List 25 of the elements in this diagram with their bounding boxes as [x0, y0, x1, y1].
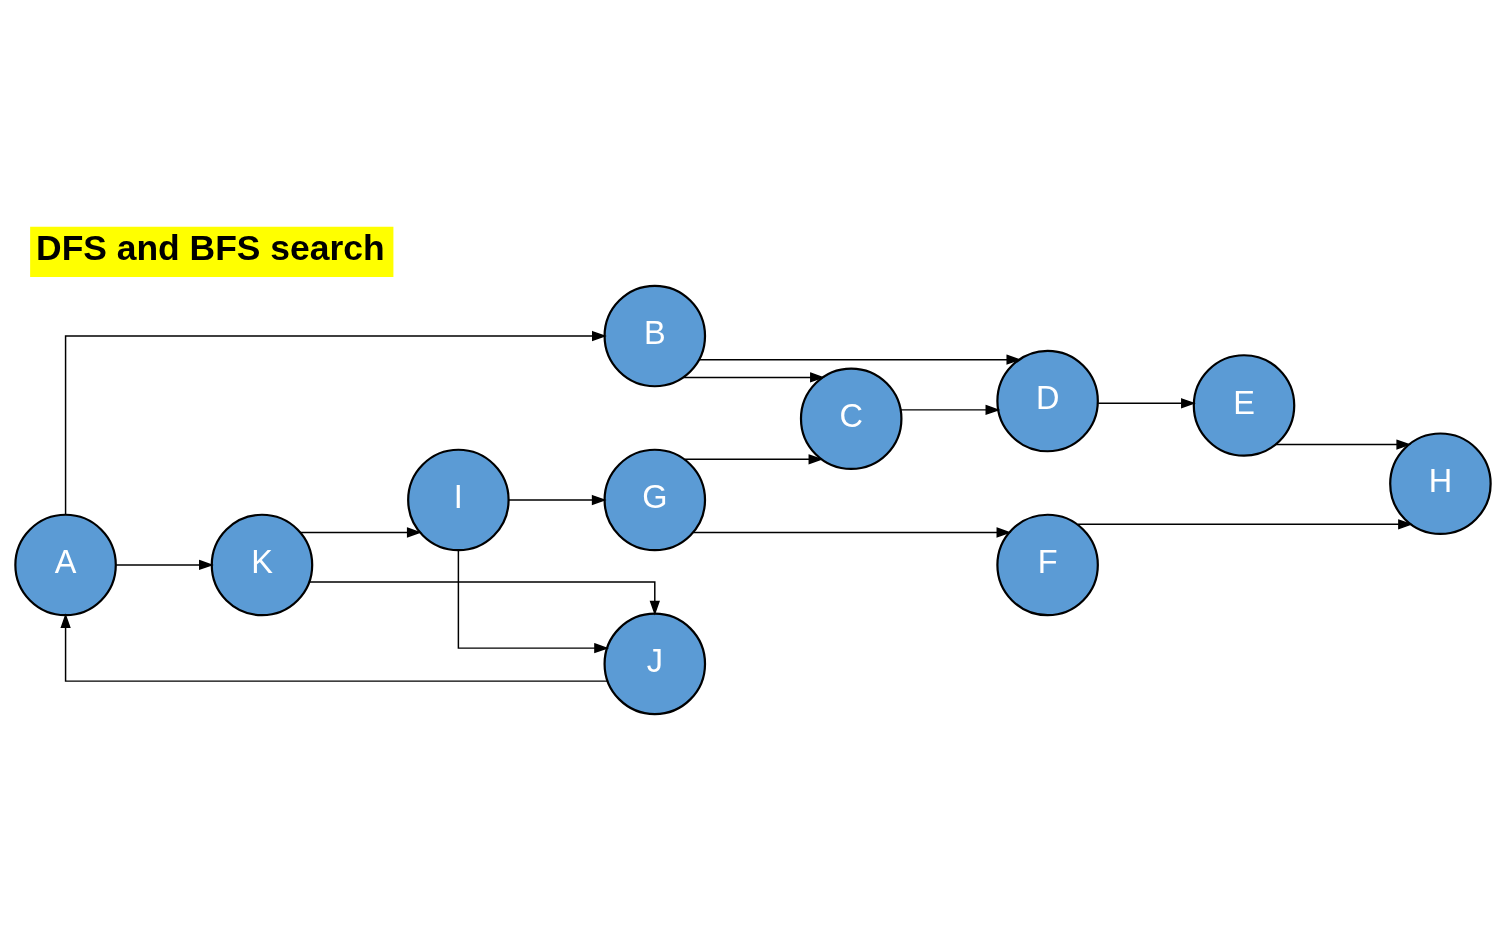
arrow	[299, 527, 422, 538]
arrow	[508, 494, 607, 506]
node-circle: E	[1192, 354, 1296, 457]
node-circle: G	[603, 448, 707, 552]
arrow	[60, 613, 609, 682]
arrow	[457, 549, 609, 654]
arrow	[683, 454, 824, 465]
node-circle: H	[1389, 432, 1492, 536]
arrow	[1097, 398, 1196, 409]
node-circle: A	[14, 513, 117, 617]
diagram-title: DFS and BFS search	[36, 227, 385, 268]
node-circle: J	[603, 612, 707, 716]
node-circle: D	[996, 349, 1099, 453]
arrow	[1274, 439, 1412, 450]
node-circle: C	[799, 367, 903, 471]
node-circle: B	[603, 284, 707, 388]
arrow	[692, 527, 1012, 538]
arrow	[308, 581, 660, 616]
arrow	[64, 330, 607, 516]
arrow	[900, 404, 1001, 416]
arrow	[682, 372, 825, 383]
arrow	[115, 559, 214, 571]
arrow	[1077, 519, 1413, 530]
node-circle: K	[210, 513, 314, 617]
arrow	[698, 354, 1022, 365]
